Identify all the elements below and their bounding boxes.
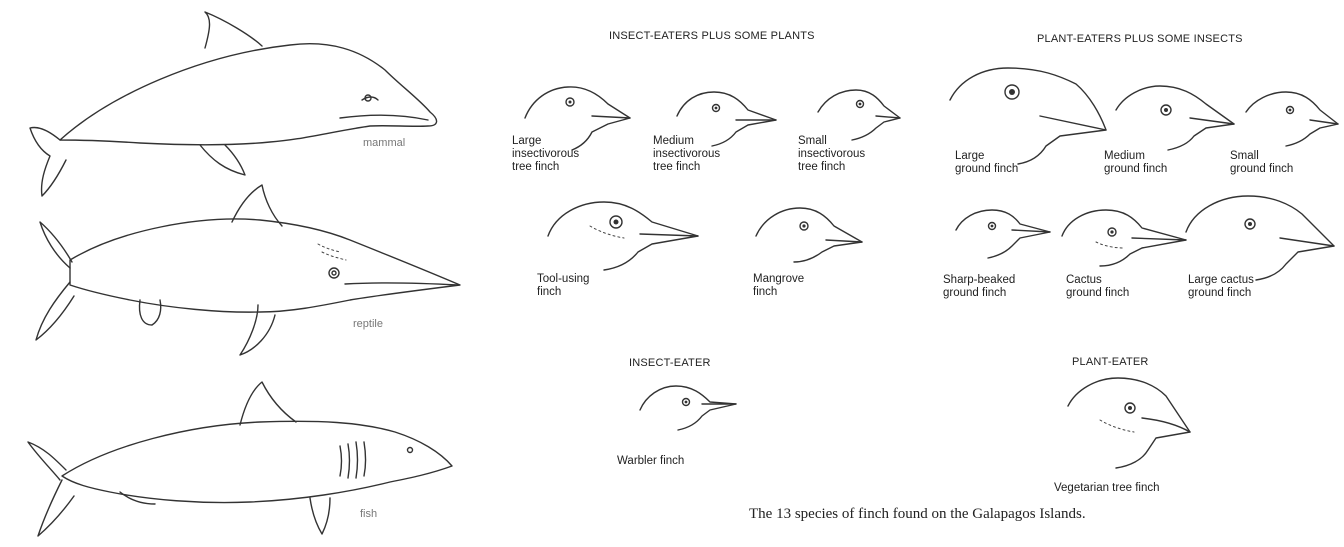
label-medium-ground-finch: Medium ground finch bbox=[1104, 150, 1167, 176]
dolphin-drawing bbox=[30, 12, 437, 196]
finch-small-ground-drawing bbox=[1246, 92, 1338, 146]
label-sharp-beaked-ground-finch: Sharp-beaked ground finch bbox=[943, 274, 1015, 300]
label-medium-insectivorous-tree-finch: Medium insectivorous tree finch bbox=[653, 135, 720, 174]
heading-plant-eaters-plus-insects: PLANT-EATERS PLUS SOME INSECTS bbox=[1037, 33, 1243, 45]
figure-caption: The 13 species of finch found on the Gal… bbox=[749, 506, 1086, 523]
heading-insect-eater: INSECT-EATER bbox=[629, 357, 711, 369]
finch-tool-using-drawing bbox=[548, 202, 698, 270]
heading-plant-eater: PLANT-EATER bbox=[1072, 356, 1149, 368]
finch-large-cactus-drawing bbox=[1186, 196, 1334, 280]
label-large-ground-finch: Large ground finch bbox=[955, 150, 1018, 176]
finch-warbler-drawing bbox=[640, 386, 736, 430]
shark-drawing bbox=[28, 382, 452, 536]
finch-small-insectivorous-drawing bbox=[818, 90, 900, 140]
label-mangrove-finch: Mangrove finch bbox=[753, 273, 804, 299]
finch-cactus-ground-drawing bbox=[1062, 210, 1186, 266]
label-large-insectivorous-tree-finch: Large insectivorous tree finch bbox=[512, 135, 579, 174]
finch-vegetarian-drawing bbox=[1068, 378, 1190, 468]
label-large-cactus-ground-finch: Large cactus ground finch bbox=[1188, 274, 1254, 300]
label-tool-using-finch: Tool-using finch bbox=[537, 273, 589, 299]
finch-mangrove-drawing bbox=[756, 208, 862, 262]
mammal-label: mammal bbox=[363, 137, 405, 149]
reptile-drawing bbox=[36, 185, 460, 355]
fish-label: fish bbox=[360, 508, 377, 520]
finch-medium-ground-drawing bbox=[1116, 86, 1234, 150]
label-cactus-ground-finch: Cactus ground finch bbox=[1066, 274, 1129, 300]
label-vegetarian-tree-finch: Vegetarian tree finch bbox=[1054, 482, 1160, 495]
reptile-label: reptile bbox=[353, 318, 383, 330]
finch-sharp-beaked-drawing bbox=[956, 210, 1050, 258]
label-small-ground-finch: Small ground finch bbox=[1230, 150, 1293, 176]
heading-insect-eaters-plus-plants: INSECT-EATERS PLUS SOME PLANTS bbox=[609, 30, 815, 42]
label-warbler-finch: Warbler finch bbox=[617, 455, 684, 468]
label-small-insectivorous-tree-finch: Small insectivorous tree finch bbox=[798, 135, 865, 174]
